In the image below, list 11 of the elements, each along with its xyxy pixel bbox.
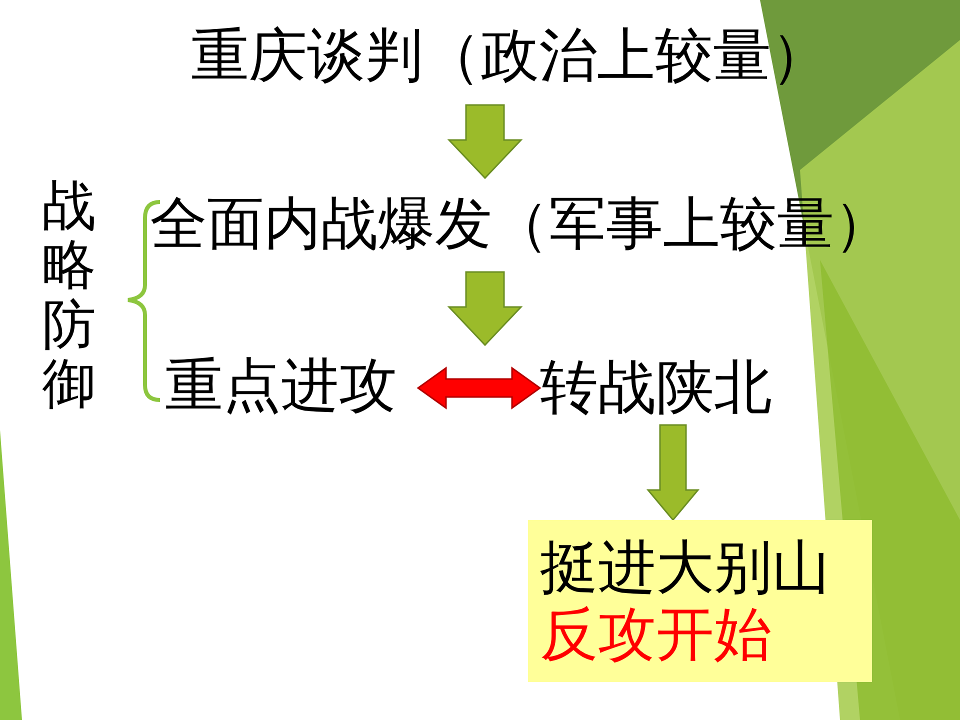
node-text: 挺进大别山: [540, 534, 830, 601]
highlight-box: [528, 520, 872, 682]
node-text: 重点进攻: [165, 352, 397, 418]
block-arrow: [447, 104, 523, 180]
node-text: 重庆谈判（政治上较量）: [191, 22, 829, 88]
vertical-label: 战略防御: [42, 176, 96, 414]
block-arrow: [447, 271, 523, 346]
node-text: 转战陕北: [540, 354, 772, 421]
block-arrow: [646, 424, 700, 522]
node-subtext: 反攻开始: [540, 601, 772, 668]
double-arrow: [416, 366, 542, 410]
